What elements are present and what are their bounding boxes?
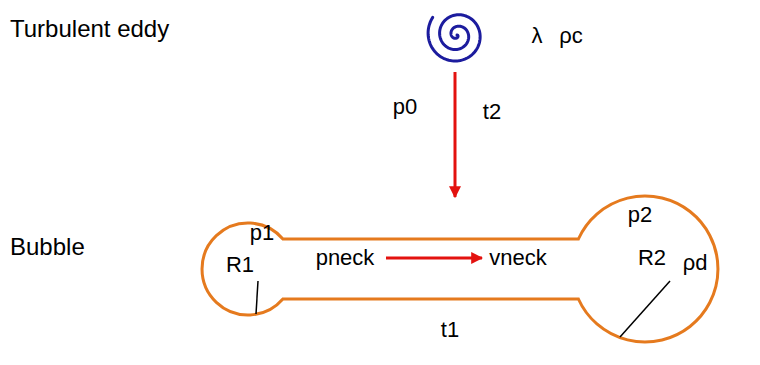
velocity-label: vneck [489,246,546,270]
bubble-outline: p1R1 pneck vneck p2 ρd R2 [200,197,722,347]
density-label: ρd [683,251,708,275]
density-symbol: ρc [559,24,583,48]
radius-line [620,281,670,337]
radius-line [256,281,258,314]
time-label: t1 [441,318,459,342]
turbulent-eddy: λρc [425,2,615,68]
pressure-label: p1 [250,221,274,245]
force-arrow [454,72,457,197]
pressure-label: p0 [393,94,417,118]
time-label: t2 [483,100,501,124]
wavelength-symbol: λ [532,24,543,48]
row-heading: Turbulent eddy [10,16,169,42]
radius-label: R2 [638,246,666,270]
pressure-label: pneck [316,246,375,270]
flow-arrow [386,257,482,260]
radius-label: R1 [226,253,254,277]
bubble-shape [202,196,718,342]
row-heading: Bubble [10,234,85,260]
eddy-spiral [428,15,480,61]
node-outline [425,2,615,68]
pressure-label: p2 [628,203,652,227]
